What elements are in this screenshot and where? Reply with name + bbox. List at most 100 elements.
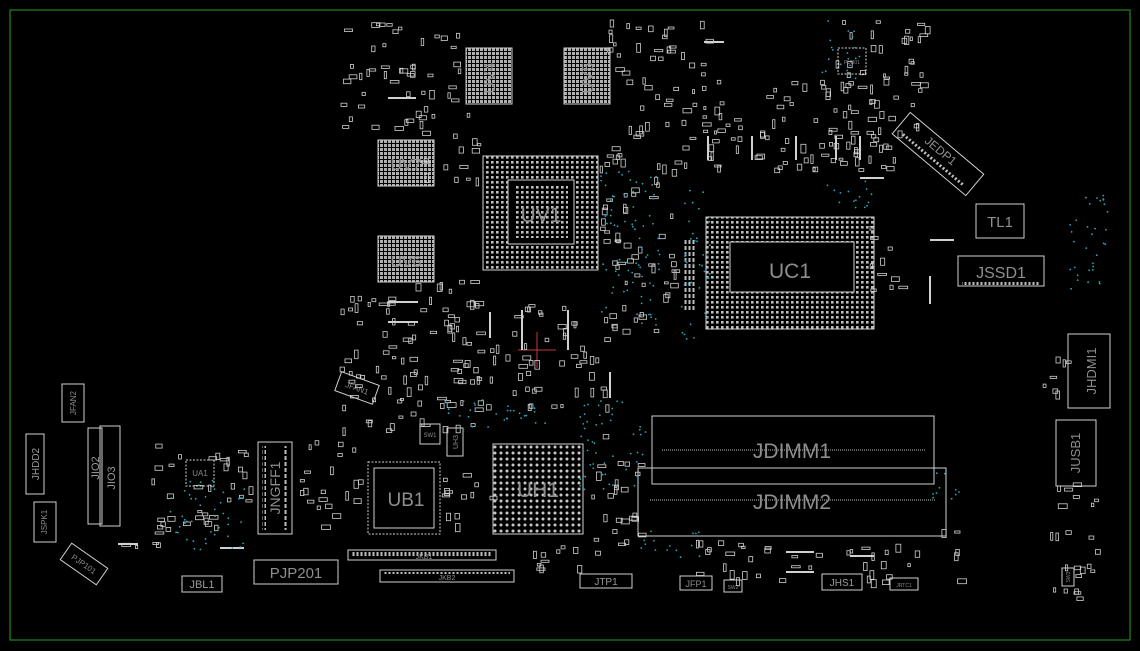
component-ua1[interactable]: UA1 (185, 459, 215, 487)
passive-part (869, 263, 874, 269)
passive-part (356, 374, 362, 379)
via (654, 549, 657, 551)
connector-jspk1[interactable]: JSPK1 (33, 501, 57, 543)
connector-jedp1[interactable]: JEDP1 (891, 111, 985, 197)
component-uh3[interactable]: UH3 (446, 427, 464, 457)
via (213, 533, 216, 536)
via (505, 417, 508, 420)
via (639, 433, 642, 436)
passive-part (454, 523, 461, 533)
via (634, 228, 636, 231)
component-ub1[interactable]: UB1 (367, 461, 441, 535)
passive-part (321, 524, 331, 530)
label-jfan2: JFAN2 (69, 390, 78, 415)
via (600, 179, 602, 182)
connector-jhs1[interactable]: JHS1 (821, 573, 863, 591)
passive-part (342, 125, 350, 129)
passive-part (717, 164, 721, 173)
passive-part (867, 116, 878, 122)
passive-part (476, 331, 486, 336)
via (846, 69, 848, 72)
passive-part (458, 379, 467, 385)
component-uh1[interactable]: UH1 (492, 443, 584, 535)
component-uv1[interactable]: UV1 (482, 155, 599, 271)
component-uv5[interactable]: UV5 (563, 47, 611, 105)
via (604, 473, 607, 476)
passive-part (819, 142, 825, 149)
via (675, 549, 678, 552)
via (632, 433, 635, 436)
via (651, 184, 653, 186)
connector-jngff1[interactable]: JNGFF1 (257, 441, 293, 535)
connector-jkb1[interactable]: JKB1 (347, 549, 497, 561)
via (525, 414, 528, 417)
passive-part (226, 497, 232, 503)
via (691, 232, 694, 235)
connector-jbl1[interactable]: JBL1 (181, 575, 223, 593)
passive-part (870, 30, 874, 40)
via (658, 253, 661, 256)
via (184, 522, 186, 525)
passive-part (152, 542, 159, 545)
passive-part (718, 540, 725, 546)
passive-part (638, 314, 647, 320)
passive-part (366, 69, 370, 77)
connector-pjp101[interactable]: PJP101 (59, 542, 109, 586)
passive-part (887, 246, 893, 251)
connector-pjp201[interactable]: PJP201 (253, 559, 339, 585)
passive-part (631, 192, 637, 197)
via (858, 55, 861, 58)
passive-part (424, 173, 429, 184)
passive-part (195, 515, 204, 521)
via (211, 479, 214, 482)
connector-jhdmi1[interactable]: JHDMI1 (1067, 333, 1111, 409)
via (636, 313, 638, 316)
component-uv6[interactable]: UV6 (377, 235, 435, 283)
passive-part (367, 301, 371, 307)
passive-part (628, 125, 632, 135)
passive-part (629, 515, 638, 521)
via (194, 497, 197, 500)
component-tl1[interactable]: TL1 (975, 203, 1025, 239)
passive-part (1057, 485, 1061, 492)
passive-part (372, 397, 377, 403)
via (592, 467, 595, 470)
passive-part (873, 137, 880, 143)
passive-part (470, 491, 475, 499)
connector-jrtc1[interactable]: JRTC1 (889, 577, 919, 591)
via (657, 249, 660, 252)
passive-part (421, 90, 426, 95)
passive-part (916, 123, 920, 132)
passive-part (754, 155, 763, 160)
connector-jssd1[interactable]: JSSD1 (957, 255, 1045, 287)
passive-part (622, 328, 631, 335)
via (698, 287, 701, 289)
passive-part (830, 158, 837, 164)
passive-part (905, 29, 911, 34)
passive-part (639, 311, 644, 318)
via (698, 555, 701, 558)
via (616, 400, 618, 403)
connector-jkb2[interactable]: JKB2 (379, 569, 515, 583)
passive-part (669, 45, 677, 49)
connector-jusb1[interactable]: JUSB1 (1055, 419, 1097, 487)
component-uv4[interactable]: UV4 (465, 47, 513, 105)
connector-jtp1[interactable]: JTP1 (579, 573, 633, 589)
via (635, 262, 637, 265)
component-uc1[interactable]: UC1 (684, 216, 875, 330)
via (689, 323, 692, 326)
passive-part (411, 63, 416, 71)
via (199, 481, 202, 483)
via (708, 272, 711, 275)
connector-jhdd2[interactable]: JHDD2 (25, 433, 45, 495)
connector-jio2[interactable]: JIO2 (87, 427, 103, 525)
switch-sw2[interactable]: SW2 (723, 579, 743, 593)
passive-part (777, 165, 783, 170)
connector-jfp1[interactable]: JFP1 (679, 575, 713, 591)
via (1096, 197, 1098, 199)
connector-jdimm1[interactable]: JDIMM1 (651, 415, 935, 485)
connector-jdimm2[interactable]: JDIMM2 (637, 467, 947, 537)
connector-jfan2[interactable]: JFAN2 (61, 383, 85, 423)
connector-jio3[interactable]: JIO3 (99, 425, 121, 527)
